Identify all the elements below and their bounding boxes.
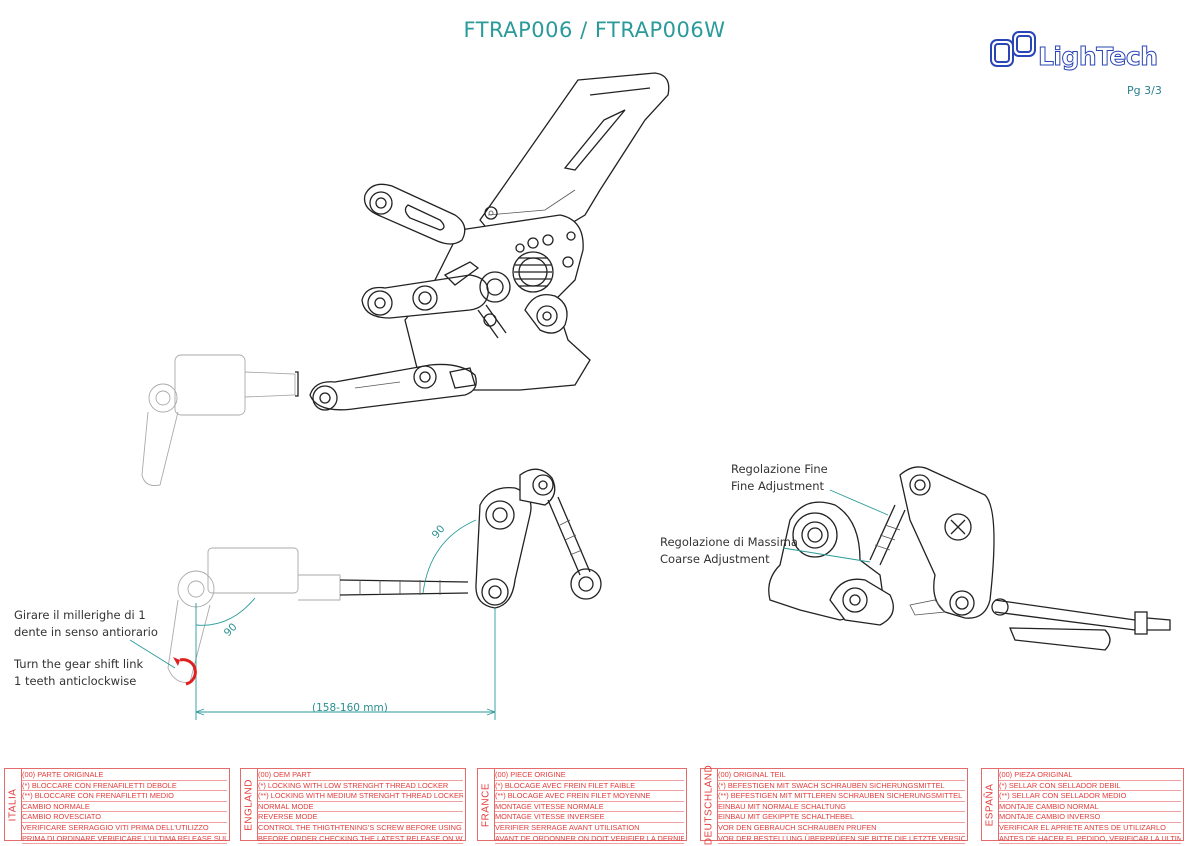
instruction-it-line1: Girare il millerighe di 1 [14,608,146,622]
legend-espana: ESPAÑA (00) PIEZA ORIGINAL (*) SELLAR CO… [981,768,1184,845]
legend-line: VERIFICARE SERRAGGIO VITI PRIMA DELL'UTI… [22,823,227,834]
legend-line: EINBAU MIT GEKIPPTE SCHALTHEBEL [718,812,965,823]
legend-line: NORMAL MODE [258,802,463,813]
legend-espana-name: ESPAÑA [984,783,996,826]
legend-france-name: FRANCE [480,782,492,827]
legend-deutschland-name: DEUTSCHLAND [703,764,715,845]
legend-line: (**) BLOCCARE CON FRENAFILETTI MEDIO [22,791,227,802]
fine-adjustment-it: Regolazione Fine [731,462,828,476]
legend-line: (00) ORIGINAL TEIL [718,770,965,781]
legend-line: MONTAGE VITESSE INVERSEE [495,812,684,823]
legend-line: EINBAU MIT NORMALE SCHALTUNG [718,802,965,813]
legend-line: VERIFIER SERRAGE AVANT UTILISATION [495,823,684,834]
legend-italia-name: ITALIA [7,788,19,821]
legend-line: ANTES DE HACER EL PEDIDO, VERIFICAR LA U… [999,834,1181,845]
legend-line: PRIMA DI ORDINARE VERIFICARE L'ULTIMA RE… [22,833,227,845]
fine-adjustment-en: Fine Adjustment [731,479,825,493]
legend-line: REVERSE MODE [258,812,463,823]
legend-line: BEFORE ORDER CHECKING THE LATEST RELEASE… [258,833,463,845]
legend-line: (00) PIEZA ORIGINAL [999,770,1181,781]
lightech-logo [990,31,1036,67]
linkage-diagram-left [129,468,602,720]
legend-italia: ITALIA (00) PARTE ORIGINALE (*) BLOCCARE… [4,768,230,845]
legend-line: MONTAJE CAMBIO NORMAL [999,802,1181,813]
instruction-italian: Girare il millerighe di 1 dente in senso… [14,607,158,641]
instruction-en-line2: 1 teeth anticlockwise [14,674,137,688]
legend-england-name: ENGLAND [243,778,255,831]
legend-france: FRANCE (00) PIECE ORIGINE (*) BLOCAGE AV… [477,768,687,845]
rearset-assembly-main [141,72,670,486]
legend-line: VOR DEN GEBRAUCH SCHRAUBEN PRUFEN [718,823,965,834]
legend-deutschland: DEUTSCHLAND (00) ORIGINAL TEIL (*) BEFES… [700,764,968,845]
dimension-label: (158-160 mm) [312,702,388,714]
brand-name: LighTech [1038,42,1159,72]
legend-line: CONTROL THE THIGTHTENING'S SCREW BEFORE … [258,822,463,834]
coarse-adjustment-label: Regolazione di Massima Coarse Adjustment [660,534,798,568]
legend-line: CAMBIO ROVESCIATO [22,812,227,823]
legend-line: (00) PARTE ORIGINALE [22,770,227,781]
instruction-en-line1: Turn the gear shift link [14,657,144,671]
adjustment-diagram-right [768,466,1171,651]
page-number: Pg 3/3 [1127,84,1162,97]
coarse-adjustment-it: Regolazione di Massima [660,535,798,549]
legend-england: ENGLAND (00) OEM PART (*) LOCKING WITH L… [240,768,466,845]
legend-line: (*) BLOCCARE CON FRENAFILETTI DEBOLE [22,781,227,792]
legend-line: (*) BEFESTIGEN MIT SWACH SCHRAUBEN SICHE… [718,781,965,792]
legend-line: (00) OEM PART [258,770,463,781]
drawing-title: FTRAP006 / FTRAP006W [463,18,726,42]
legend-line: MONTAGE VITESSE NORMALE [495,802,684,813]
legend-line: (00) PIECE ORIGINE [495,770,684,781]
fine-adjustment-label: Regolazione Fine Fine Adjustment [731,461,828,495]
legend-line: (*) SELLAR CON SELLADOR DEBIL [999,781,1181,792]
legend-line: VERIFICAR EL APRIETE ANTES DE UTILIZARLO [999,823,1181,834]
legend-line: (**) LOCKING WITH MEDIUM STRENGHT THREAD… [258,791,463,802]
legend-line: (**) BEFESTIGEN MIT MITTLEREN SCHRAUBEN … [718,791,965,802]
instruction-it-line2: dente in senso antiorario [14,625,158,639]
coarse-adjustment-en: Coarse Adjustment [660,552,770,566]
legend-line: (*) LOCKING WITH LOW STRENGHT THREAD LOC… [258,781,463,792]
legend-line: (*) BLOCAGE AVEC FREIN FILET FAIBLE [495,781,684,792]
instruction-english: Turn the gear shift link 1 teeth anticlo… [14,656,143,690]
legend-line: MONTAJE CAMBIO INVERSO [999,812,1181,823]
legend-line: (**) BLOCAGE AVEC FREIN FILET MOYENNE [495,791,684,802]
legend-line: AVANT DE ORDONNER ON DOIT VERIFIER LA DE… [495,834,684,845]
legend-line: (**) SELLAR CON SELLADOR MEDIO [999,791,1181,802]
legend-line: CAMBIO NORMALE [22,802,227,813]
legend-line: VOR DER BESTELLUNG ÜBERPRÜFEN SIE BITTE … [718,834,965,845]
